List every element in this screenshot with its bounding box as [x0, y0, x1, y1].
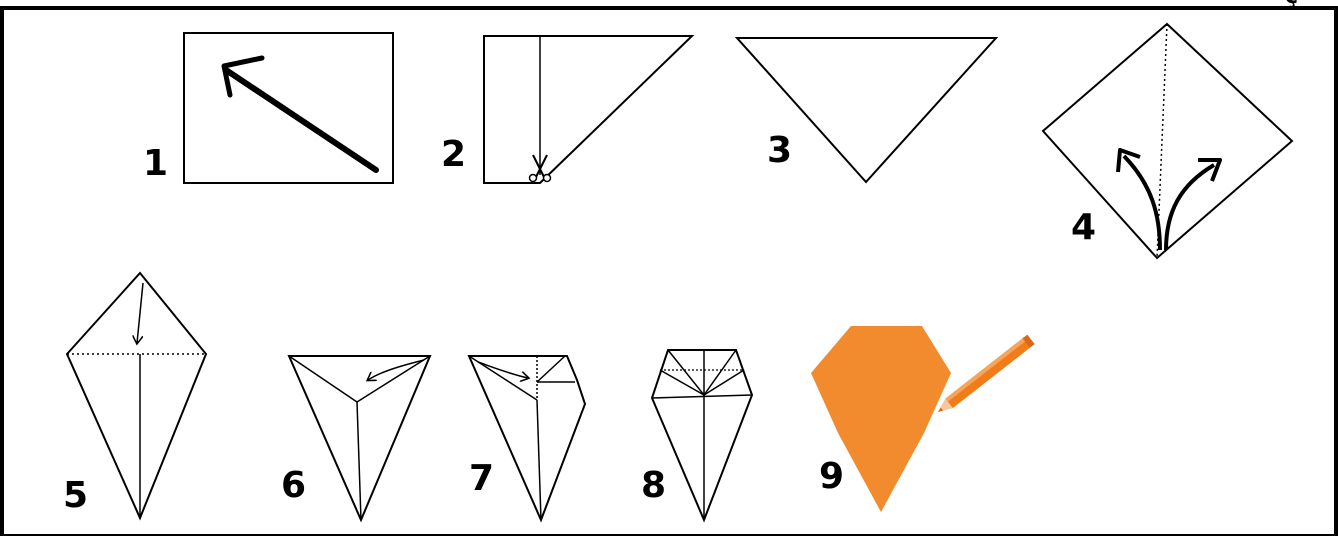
step-6-figure: [289, 356, 430, 520]
step-2-figure: [484, 36, 692, 183]
step-number-1: 1: [143, 146, 168, 182]
step-number-4: 4: [1071, 210, 1096, 246]
step-number-7: 7: [469, 461, 494, 497]
step-number-3: 3: [767, 133, 792, 169]
step-9-figure: [811, 326, 1035, 512]
step-number-2: 2: [441, 137, 466, 173]
step-number-8: 8: [641, 468, 666, 504]
step-1-figure: [184, 33, 393, 183]
step-8-figure: [652, 350, 752, 520]
step-number-6: 6: [281, 468, 306, 504]
step-number-9: 9: [819, 459, 844, 495]
corner-text: ç: [1285, 0, 1298, 8]
step-number-5: 5: [63, 478, 88, 514]
